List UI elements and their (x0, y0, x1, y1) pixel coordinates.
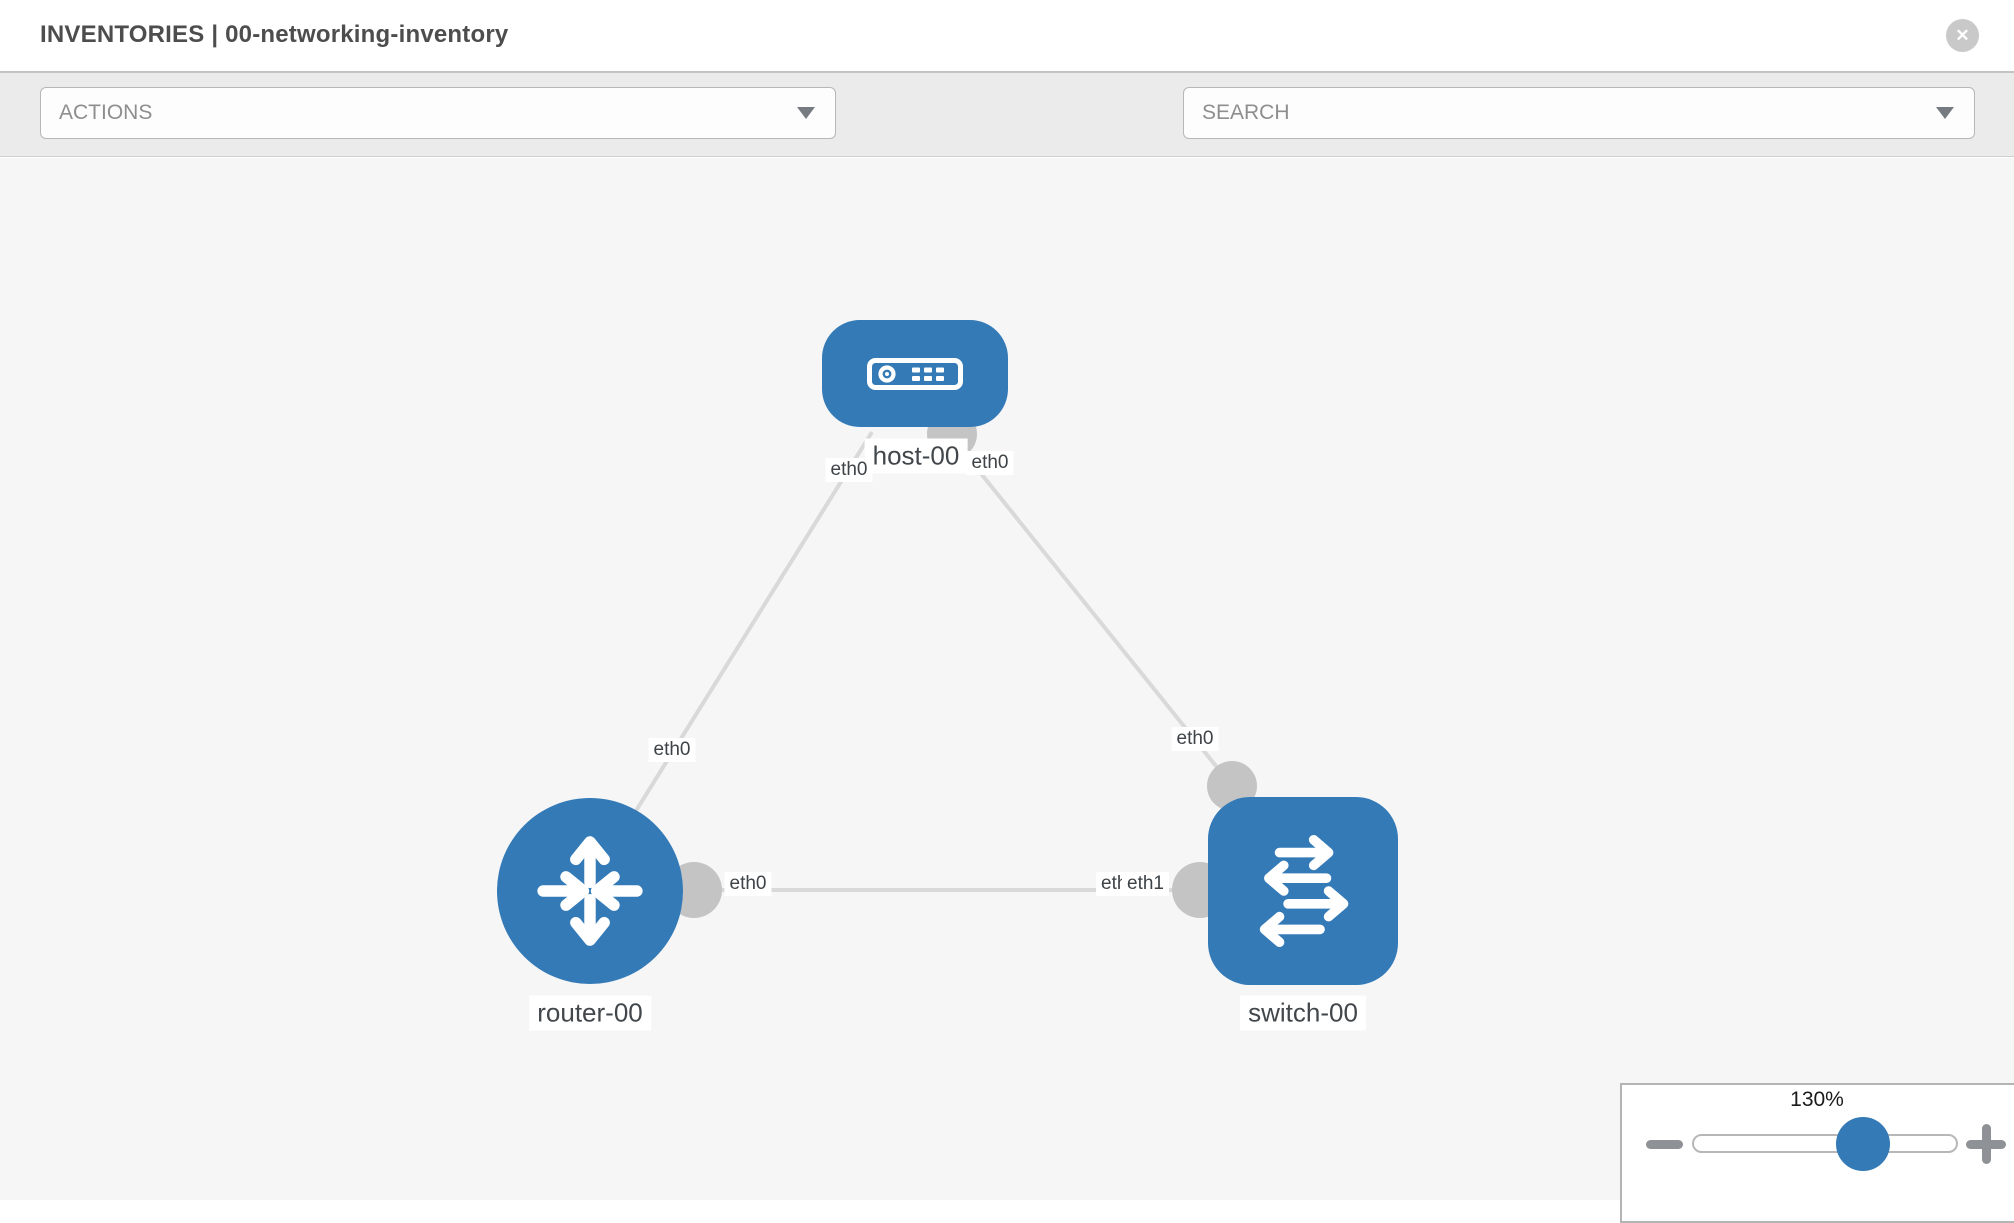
search-placeholder: SEARCH (1202, 101, 1290, 124)
interface-label-host-left: eth0 (825, 458, 873, 482)
interface-label-switch-top: eth0 (1171, 727, 1219, 751)
interface-label-host-right: eth0 (966, 451, 1014, 475)
node-label-router-00: router-00 (529, 995, 651, 1031)
close-button[interactable]: ✕ (1946, 19, 1979, 52)
chevron-down-icon (1936, 107, 1954, 119)
router-icon (537, 836, 643, 946)
host-icon (867, 357, 963, 390)
zoom-out-button[interactable] (1646, 1140, 1683, 1149)
plus-icon (1982, 1124, 1991, 1164)
zoom-slider-thumb[interactable] (1836, 1117, 1890, 1171)
zoom-level-label: 130% (1790, 1088, 1844, 1111)
zoom-slider[interactable] (1692, 1134, 1958, 1153)
search-input[interactable]: SEARCH (1183, 87, 1975, 139)
node-label-host-00: host-00 (864, 438, 968, 474)
node-router-00[interactable] (497, 798, 683, 984)
node-host-00[interactable] (822, 320, 1008, 427)
interface-label-router-right: eth0 (724, 872, 772, 896)
actions-dropdown[interactable]: ACTIONS (40, 87, 836, 139)
interface-label-router-top: eth0 (648, 738, 696, 762)
topology-canvas[interactable]: host-00 router-00 switch-00 eth0 eth0 et… (0, 158, 2014, 1200)
toolbar: ACTIONS SEARCH (0, 73, 2014, 205)
close-icon: ✕ (1955, 25, 1970, 45)
zoom-in-button[interactable] (1966, 1124, 2006, 1164)
links-layer (632, 409, 1257, 918)
link-host-switch[interactable] (944, 428, 1234, 788)
node-label-switch-00: switch-00 (1240, 995, 1366, 1031)
interface-label-switch-left: eth1 (1122, 872, 1169, 896)
header-bar: INVENTORIES | 00-networking-inventory ✕ (0, 0, 2014, 73)
chevron-down-icon (797, 107, 815, 119)
actions-dropdown-label: ACTIONS (59, 101, 153, 124)
switch-icon (1259, 835, 1349, 947)
page-title: INVENTORIES | 00-networking-inventory (40, 21, 509, 48)
node-switch-00[interactable] (1208, 797, 1398, 985)
